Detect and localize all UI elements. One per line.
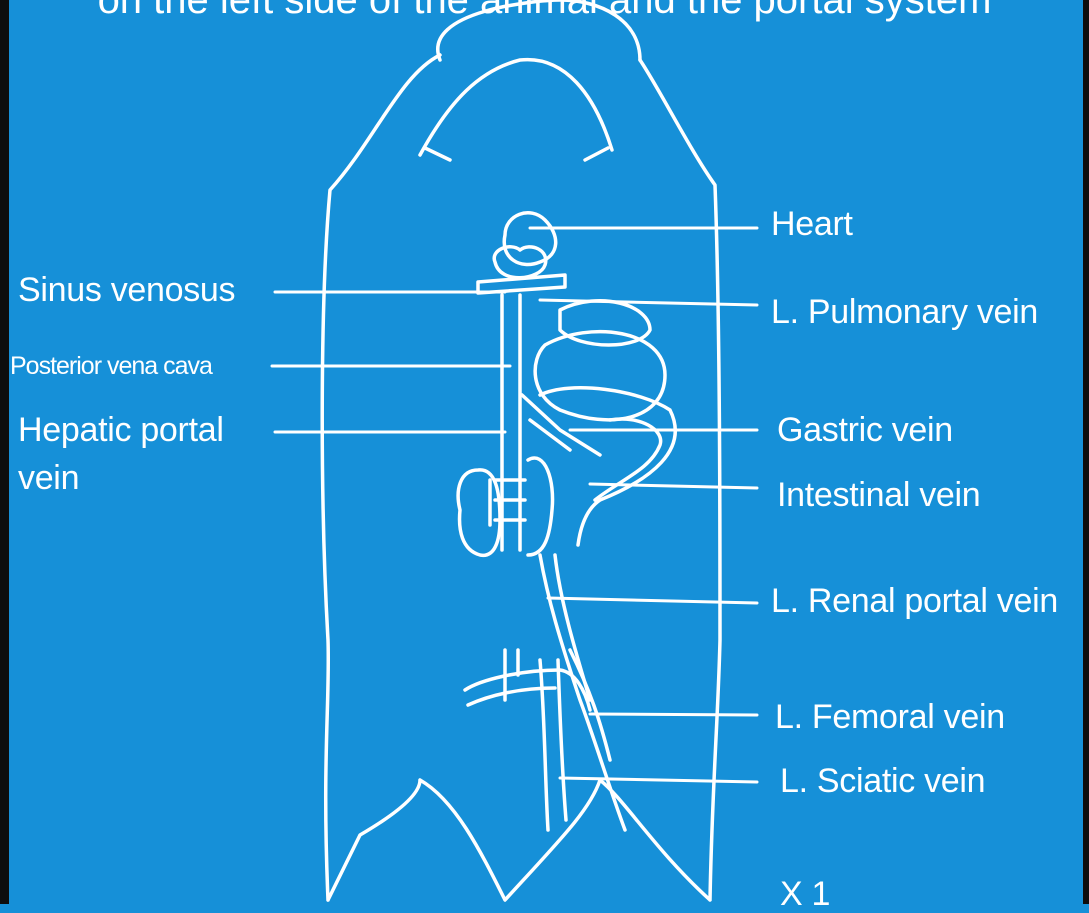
label-hepatic-portal-vein-line2: vein: [18, 460, 79, 496]
sinus-venosus-shape: [478, 275, 565, 293]
label-intestinal-vein: Intestinal vein: [777, 477, 980, 513]
heart-shape: [504, 213, 555, 265]
label-sinus-venosus: Sinus venosus: [18, 272, 235, 308]
sciatic-vein-shape: [540, 660, 566, 830]
femoral-vein-shape: [465, 670, 590, 710]
label-gastric-vein: Gastric vein: [777, 412, 953, 448]
leader-l-sciatic-vein: [560, 778, 757, 782]
label-l-pulmonary-vein: L. Pulmonary vein: [771, 294, 1038, 330]
leader-lines: [272, 228, 757, 782]
head-outline: [438, 0, 640, 60]
label-l-sciatic-vein: L. Sciatic vein: [780, 763, 985, 799]
label-hepatic-portal-vein-line1: Hepatic portal: [18, 412, 224, 448]
label-posterior-vena-cava: Posterior vena cava: [10, 348, 212, 384]
leader-l-renal-portal-vein: [548, 598, 757, 603]
snout-inner: [420, 60, 612, 155]
right-kidney: [528, 458, 553, 555]
label-l-femoral-vein: L. Femoral vein: [775, 699, 1005, 735]
leader-l-femoral-vein: [590, 714, 757, 715]
left-kidney: [458, 470, 500, 555]
label-l-renal-portal-vein: L. Renal portal vein: [771, 583, 1058, 619]
left-eye-ridge: [425, 148, 450, 160]
hepatic-portal-branch: [522, 395, 600, 455]
posterior-vena-cava-shape: [502, 295, 520, 550]
right-eye-ridge: [585, 148, 608, 160]
label-magnification: X 1: [780, 876, 830, 912]
label-heart: Heart: [771, 206, 853, 242]
